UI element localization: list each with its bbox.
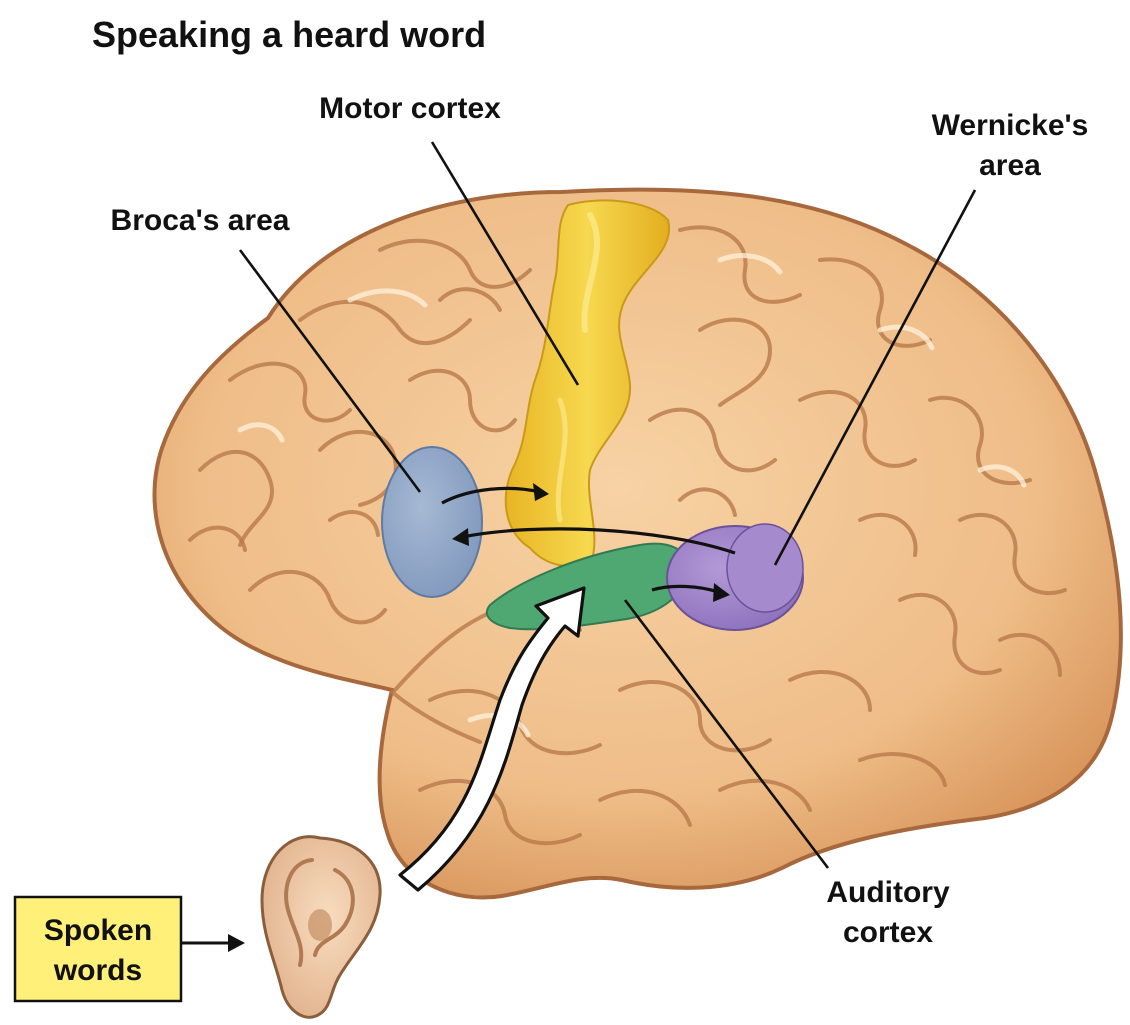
spoken-words-label-line2: words (53, 954, 142, 987)
spoken-to-ear-arrowhead (228, 934, 245, 952)
broca-area-region (382, 447, 482, 597)
wernicke-area-core (727, 524, 803, 612)
ear-icon (262, 837, 380, 1018)
brain (155, 189, 1121, 897)
auditory-label-line2: cortex (843, 916, 933, 949)
wernicke-label-line1: Wernicke's (932, 109, 1089, 142)
diagram-title: Speaking a heard word (92, 14, 486, 55)
broca-label: Broca's area (111, 204, 290, 237)
spoken-words-label-line1: Spoken (44, 914, 152, 947)
auditory-label-line1: Auditory (826, 876, 950, 909)
wernicke-label-line2: area (979, 149, 1041, 182)
motor-cortex-label: Motor cortex (319, 92, 501, 125)
